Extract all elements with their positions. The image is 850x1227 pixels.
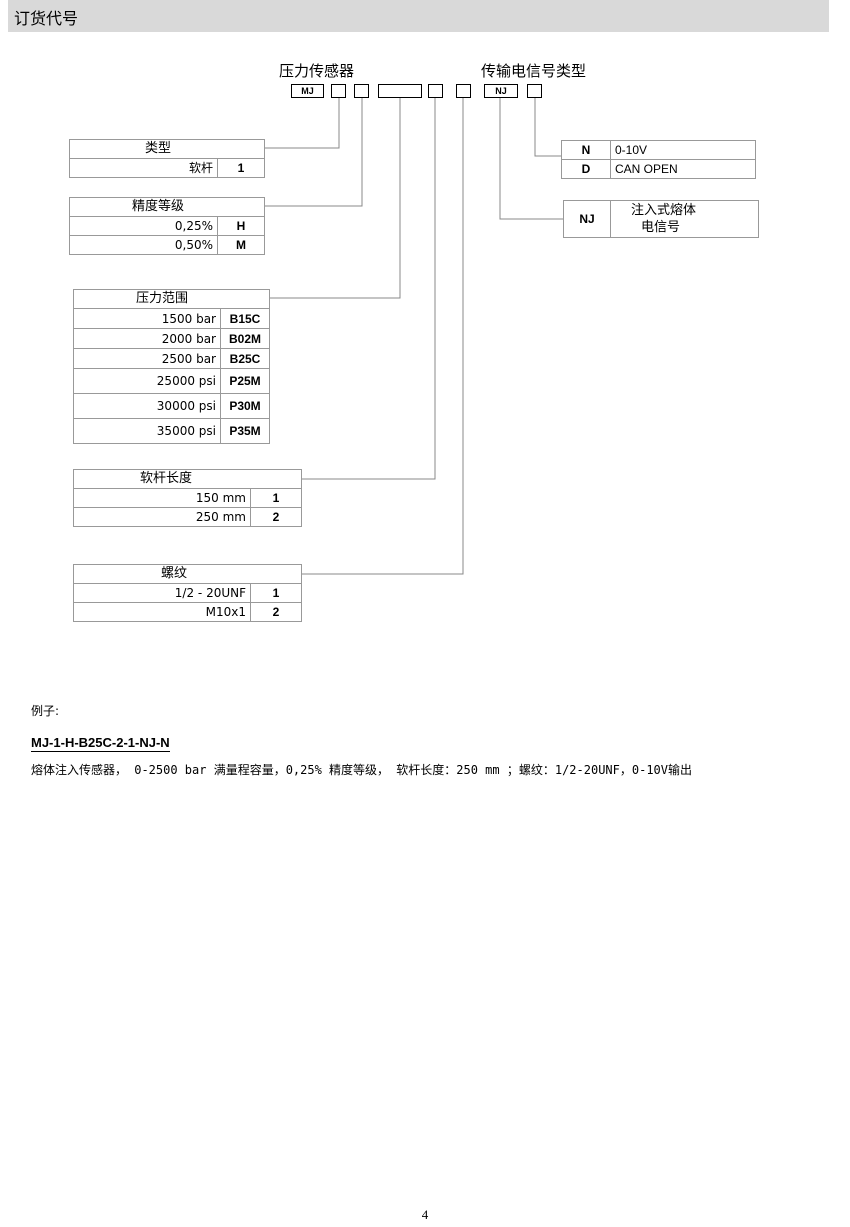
- table-row: 1500 bar B15C: [73, 308, 270, 329]
- table-row: 35000 psi P35M: [73, 418, 270, 444]
- pressure-code: B25C: [220, 348, 270, 369]
- type-table-header: 类型: [69, 139, 265, 159]
- connector-output: [534, 98, 561, 157]
- output-label: 0-10V: [610, 140, 756, 160]
- table-row: M10x1 2: [73, 602, 302, 622]
- table-row: 2500 bar B25C: [73, 348, 270, 369]
- example-description: 熔体注入传感器， 0-2500 bar 满量程容量，0,25% 精度等级， 软杆…: [31, 763, 692, 777]
- code-box-type: [331, 84, 346, 98]
- type-label: 软杆: [69, 158, 218, 178]
- type-table: 类型 软杆 1: [69, 139, 265, 178]
- code-box-length: [428, 84, 443, 98]
- melt-signal-code: NJ: [563, 200, 611, 238]
- melt-signal-line2: 电信号: [641, 220, 681, 235]
- length-table-header: 软杆长度: [73, 469, 302, 489]
- sensor-label: 压力传感器: [279, 62, 355, 80]
- table-row: 150 mm 1: [73, 488, 302, 508]
- table-row: 25000 psi P25M: [73, 368, 270, 394]
- length-label: 150 mm: [73, 488, 251, 508]
- pressure-label: 25000 psi: [73, 368, 221, 394]
- precision-code: H: [217, 216, 265, 236]
- melt-signal-table: NJ 注入式熔体 电信号: [563, 200, 759, 238]
- precision-label: 0,25%: [69, 216, 218, 236]
- pressure-label: 1500 bar: [73, 308, 221, 329]
- pressure-table-header: 压力范围: [73, 289, 270, 309]
- precision-table-header: 精度等级: [69, 197, 265, 217]
- connector-signal: [499, 98, 563, 220]
- thread-label: 1/2 - 20UNF: [73, 583, 251, 603]
- output-code: D: [561, 159, 611, 179]
- connector-pressure: [270, 98, 401, 299]
- connector-type: [265, 98, 340, 149]
- table-row: 0,25% H: [69, 216, 265, 236]
- thread-code: 2: [250, 602, 302, 622]
- table-row: 0,50% M: [69, 235, 265, 255]
- thread-table-header: 螺纹: [73, 564, 302, 584]
- connector-precision: [265, 98, 363, 207]
- type-code: 1: [217, 158, 265, 178]
- pressure-label: 2000 bar: [73, 328, 221, 349]
- precision-table: 精度等级 0,25% H 0,50% M: [69, 197, 265, 255]
- table-row: 30000 psi P30M: [73, 393, 270, 419]
- pressure-code: P35M: [220, 418, 270, 444]
- pressure-code: P30M: [220, 393, 270, 419]
- table-row: NJ 注入式熔体 电信号: [563, 200, 759, 238]
- output-code: N: [561, 140, 611, 160]
- length-code: 1: [250, 488, 302, 508]
- code-box-output: [527, 84, 542, 98]
- output-table: N 0-10V D CAN OPEN: [561, 140, 756, 179]
- connector-lines: [265, 98, 563, 575]
- table-row: N 0-10V: [561, 140, 756, 160]
- connector-thread: [302, 98, 464, 575]
- table-row: 2000 bar B02M: [73, 328, 270, 349]
- thread-code: 1: [250, 583, 302, 603]
- pressure-label: 30000 psi: [73, 393, 221, 419]
- table-row: 软杆 1: [69, 158, 265, 178]
- melt-signal-line1: 注入式熔体: [631, 203, 697, 218]
- code-box-thread: [456, 84, 471, 98]
- section-title: 订货代号: [14, 9, 79, 28]
- pressure-label: 2500 bar: [73, 348, 221, 369]
- melt-signal-description: 注入式熔体 电信号: [610, 200, 759, 238]
- length-label: 250 mm: [73, 507, 251, 527]
- code-box-prefix: MJ: [291, 84, 324, 98]
- precision-label: 0,50%: [69, 235, 218, 255]
- table-row: 1/2 - 20UNF 1: [73, 583, 302, 603]
- precision-code: M: [217, 235, 265, 255]
- pressure-code: P25M: [220, 368, 270, 394]
- pressure-table: 压力范围 1500 bar B15C 2000 bar B02M 2500 ba…: [73, 289, 270, 444]
- length-table: 软杆长度 150 mm 1 250 mm 2: [73, 469, 302, 527]
- page-number: 4: [421, 1207, 429, 1222]
- code-box-precision: [354, 84, 369, 98]
- thread-table: 螺纹 1/2 - 20UNF 1 M10x1 2: [73, 564, 302, 622]
- pressure-code: B15C: [220, 308, 270, 329]
- section-header-bar: 订货代号: [8, 0, 829, 32]
- length-code: 2: [250, 507, 302, 527]
- table-row: 250 mm 2: [73, 507, 302, 527]
- output-label: CAN OPEN: [610, 159, 756, 179]
- code-box-pressure: [378, 84, 422, 98]
- connector-length: [302, 98, 436, 480]
- pressure-label: 35000 psi: [73, 418, 221, 444]
- signal-type-label: 传输电信号类型: [481, 62, 587, 80]
- table-row: D CAN OPEN: [561, 159, 756, 179]
- code-box-signal: NJ: [484, 84, 518, 98]
- example-order-code: MJ-1-H-B25C-2-1-NJ-N: [31, 735, 170, 752]
- pressure-code: B02M: [220, 328, 270, 349]
- thread-label: M10x1: [73, 602, 251, 622]
- example-label: 例子:: [31, 704, 60, 718]
